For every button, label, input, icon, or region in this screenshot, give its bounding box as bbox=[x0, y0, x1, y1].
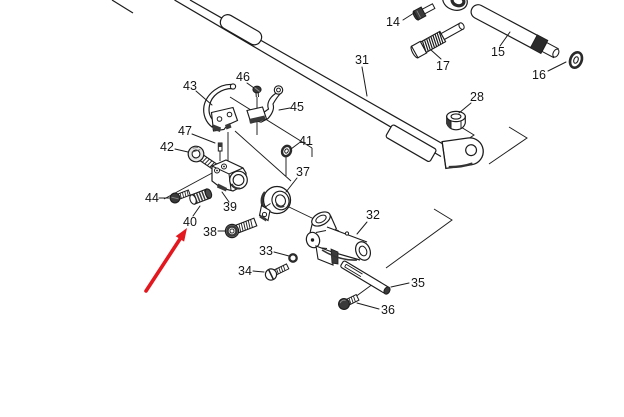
part-46-screw bbox=[252, 85, 262, 98]
part-label-43: 43 bbox=[183, 79, 197, 93]
part-28-nut bbox=[446, 110, 466, 131]
part-41-washer bbox=[280, 144, 293, 158]
highlight-arrow-40 bbox=[144, 228, 187, 293]
part-47-pin bbox=[217, 142, 223, 152]
part-31-rod bbox=[174, 0, 484, 170]
part-38-screw bbox=[224, 217, 258, 239]
part-label-16: 16 bbox=[532, 68, 546, 82]
part-label-41: 41 bbox=[299, 134, 313, 148]
part-label-42: 42 bbox=[160, 140, 174, 154]
part-15-rod bbox=[470, 4, 560, 59]
part-label-17: 17 bbox=[436, 59, 450, 73]
part-label-40: 40 bbox=[183, 215, 197, 229]
part-label-46: 46 bbox=[236, 70, 250, 84]
part-label-44: 44 bbox=[145, 191, 159, 205]
part-label-33: 33 bbox=[259, 244, 273, 258]
part-label-37: 37 bbox=[296, 165, 310, 179]
part-14-screw bbox=[412, 3, 436, 21]
part-32-housing bbox=[305, 211, 372, 266]
part-label-28: 28 bbox=[470, 90, 484, 104]
part-40-bushing bbox=[189, 188, 213, 205]
part-35-pin bbox=[340, 260, 391, 295]
part-45-bracket bbox=[246, 85, 284, 124]
rod-eye-end bbox=[441, 137, 484, 170]
cutoff-fitting bbox=[442, 0, 468, 11]
part-17-screw bbox=[410, 22, 465, 59]
part-label-35: 35 bbox=[411, 276, 425, 290]
part-16-washer bbox=[568, 50, 584, 70]
part-44-screw bbox=[169, 189, 191, 204]
part-label-36: 36 bbox=[381, 303, 395, 317]
part-labels: 14 15 16 17 28 31 32 33 34 35 36 37 38 3… bbox=[145, 15, 546, 317]
part-33-oring bbox=[288, 253, 298, 263]
part-36-screw bbox=[338, 293, 360, 310]
part-37-clamp bbox=[258, 185, 292, 222]
part-label-31: 31 bbox=[355, 53, 369, 67]
part-label-14: 14 bbox=[386, 15, 400, 29]
leader-lines bbox=[158, 12, 567, 310]
part-34-screw bbox=[264, 263, 290, 281]
part-label-32: 32 bbox=[366, 208, 380, 222]
part-label-45: 45 bbox=[290, 100, 304, 114]
part-43-hook bbox=[203, 83, 239, 132]
part-label-15: 15 bbox=[491, 45, 505, 59]
part-label-47: 47 bbox=[178, 124, 192, 138]
part-label-39: 39 bbox=[223, 200, 237, 214]
part-label-34: 34 bbox=[238, 264, 252, 278]
part-39-block bbox=[211, 159, 248, 192]
part-label-38: 38 bbox=[203, 225, 217, 239]
